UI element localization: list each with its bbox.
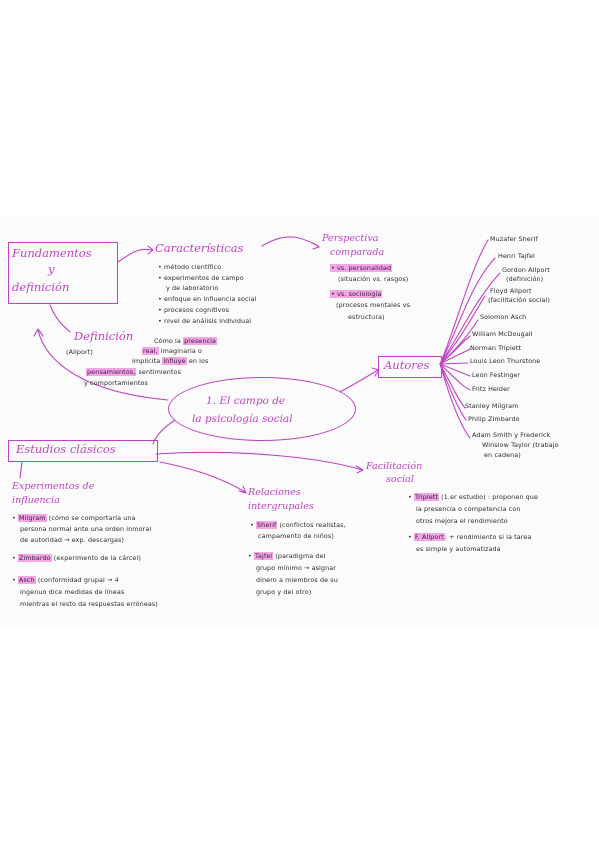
fundamentos-title: Fundamentos [12,246,92,260]
definicion-line: y comportamientos [84,379,148,387]
caracteristicas-item: • método científico [158,263,222,271]
perspectiva-sociologia: • vs. sociología [330,290,383,298]
autor-item: (definición) [506,275,544,283]
highlight-text: Triplett [414,493,439,501]
text: (experimento de la cárcel) [53,554,141,562]
perspectiva-sociologia-note: (procesos mentales vs. [336,301,413,309]
estudios-title: Estudios clásicos [16,442,116,456]
sherif-line: • Sherif (conflictos realistas, [250,521,346,529]
autor-item: Floyd Allport [490,287,532,295]
text: sentimientos [138,368,182,376]
definicion-author: (Allport) [66,348,93,356]
text: (paradigma del [275,552,326,560]
relaciones-title2: intergrupales [248,501,314,512]
autor-item: Louis Leon Thurstone [470,357,541,365]
facilitacion-title: Facilitación [366,461,423,472]
perspectiva-psicologia-note: (situación vs. rasgos) [338,275,409,283]
autor-item: Winslow Taylor (trabajo [482,441,559,449]
autor-item: Muzafer Sherif [490,235,538,243]
caracteristicas-item: y de laboratorio [166,284,219,292]
triplett-line: • Triplett (1.er estudio) : proponen que [408,493,538,501]
definicion-line: implícita influye en los [132,357,209,365]
highlight-text: influye [162,357,187,365]
tajfel-line: dinero a miembros de su [256,576,338,584]
relaciones-title: Relaciones [248,487,301,498]
asch-line: • Asch (conformidad grupal → 4 [12,576,119,584]
highlight-text: Milgram [18,514,47,522]
highlight-text: • vs. personalidad [330,264,393,272]
perspectiva-sociologia-note2: estructura) [348,313,385,321]
highlight-text: pensamientos, [86,368,137,376]
highlight-text: Asch [18,576,36,584]
allport-line: es simple y automatizada [416,545,501,553]
autor-item: Fritz Heider [472,385,510,393]
milgram-line: de autoridad → exp. descargas) [20,536,125,544]
text: (conformidad grupal → 4 [37,576,119,584]
definicion-line: real, imaginaria o [142,347,202,355]
caracteristicas-item: • procesos cognitivos [158,306,230,314]
autores-title: Autores [384,358,430,372]
text: (cómo se comportaría una [48,514,136,522]
autor-item: Leon Festinger [472,371,521,379]
central-topic-line2: la psicología social [192,413,293,425]
facilitacion-title2: social [386,474,414,485]
highlight-text: Zimbardo [18,554,52,562]
central-topic-ellipse [168,377,356,441]
autores-box [378,356,442,378]
zimbardo-line: • Zimbardo (experimento de la cárcel) [12,554,141,562]
text: implícita [132,357,161,365]
autor-item: Stanley Milgram [465,402,519,410]
asch-line: ingenuo dice medidas de líneas [20,588,125,596]
sherif-line: campamento de niños) [258,532,334,540]
estudios-box [8,440,158,462]
text: Cómo la [154,337,181,345]
autor-item: Philip Zimbardo [468,415,520,423]
tajfel-line: grupo mínimo → asignar [256,564,336,572]
autor-item: Norman Triplett [470,344,522,352]
milgram-line: • Milgram (cómo se comportaría una [12,514,136,522]
perspectiva-title: Perspectiva [322,233,379,244]
text: (1.er estudio) : proponen que [441,493,538,501]
fundamentos-definicion: definición [12,280,70,294]
autor-item: (facilitación social) [488,296,551,304]
text: imaginaria o [160,347,202,355]
autor-item: Adam Smith y Frederick [472,431,551,439]
text: en los [188,357,209,365]
milgram-line: persona normal ante una orden inmoral [20,525,152,533]
highlight-text: presencia [183,337,217,345]
allport-line: • F. Allport: + rendimiento si la tarea [408,533,532,541]
triplett-line: otros mejora el rendimiento [416,517,508,525]
autor-item: Henri Tajfel [498,252,535,260]
definicion-title: Definición [74,329,134,343]
central-topic-line1: 1. El campo de [206,395,286,407]
definicion-line: pensamientos, sentimientos [86,368,182,376]
experimentos-title: Experimentos de [12,481,95,492]
caracteristicas-item: • nivel de análisis individual [158,317,252,325]
highlight-text: F. Allport [414,533,445,541]
experimentos-title2: influencia [12,495,60,506]
highlight-text: • vs. sociología [330,290,383,298]
tajfel-line: grupo y del otro) [256,588,312,596]
asch-line: mientras el resto da respuestas erróneas… [20,600,158,608]
tajfel-line: • Tajfel (paradigma del [248,552,326,560]
text: : + rendimiento si la tarea [444,533,532,541]
fundamentos-box [8,242,118,304]
perspectiva-psicologia: • vs. personalidad [330,264,393,272]
autor-item: Solomon Asch [480,313,527,321]
fundamentos-y: y [48,262,55,276]
definicion-line: Cómo la presencia [154,337,217,345]
caracteristicas-item: • experimentos de campo [158,274,244,282]
highlight-text: Sherif [256,521,278,529]
autor-item: William McDougall [472,330,533,338]
autor-item: Gordon Allport [502,266,550,274]
highlight-text: real, [142,347,159,355]
caracteristicas-title: Características [155,241,244,255]
perspectiva-title2: comparada [330,247,385,258]
autor-item: en cadena) [484,451,521,459]
text: (conflictos realistas, [279,521,346,529]
highlight-text: Tajfel [254,552,274,560]
caracteristicas-item: • enfoque en influencia social [158,295,257,303]
triplett-line: la presencia o competencia con [416,505,521,513]
